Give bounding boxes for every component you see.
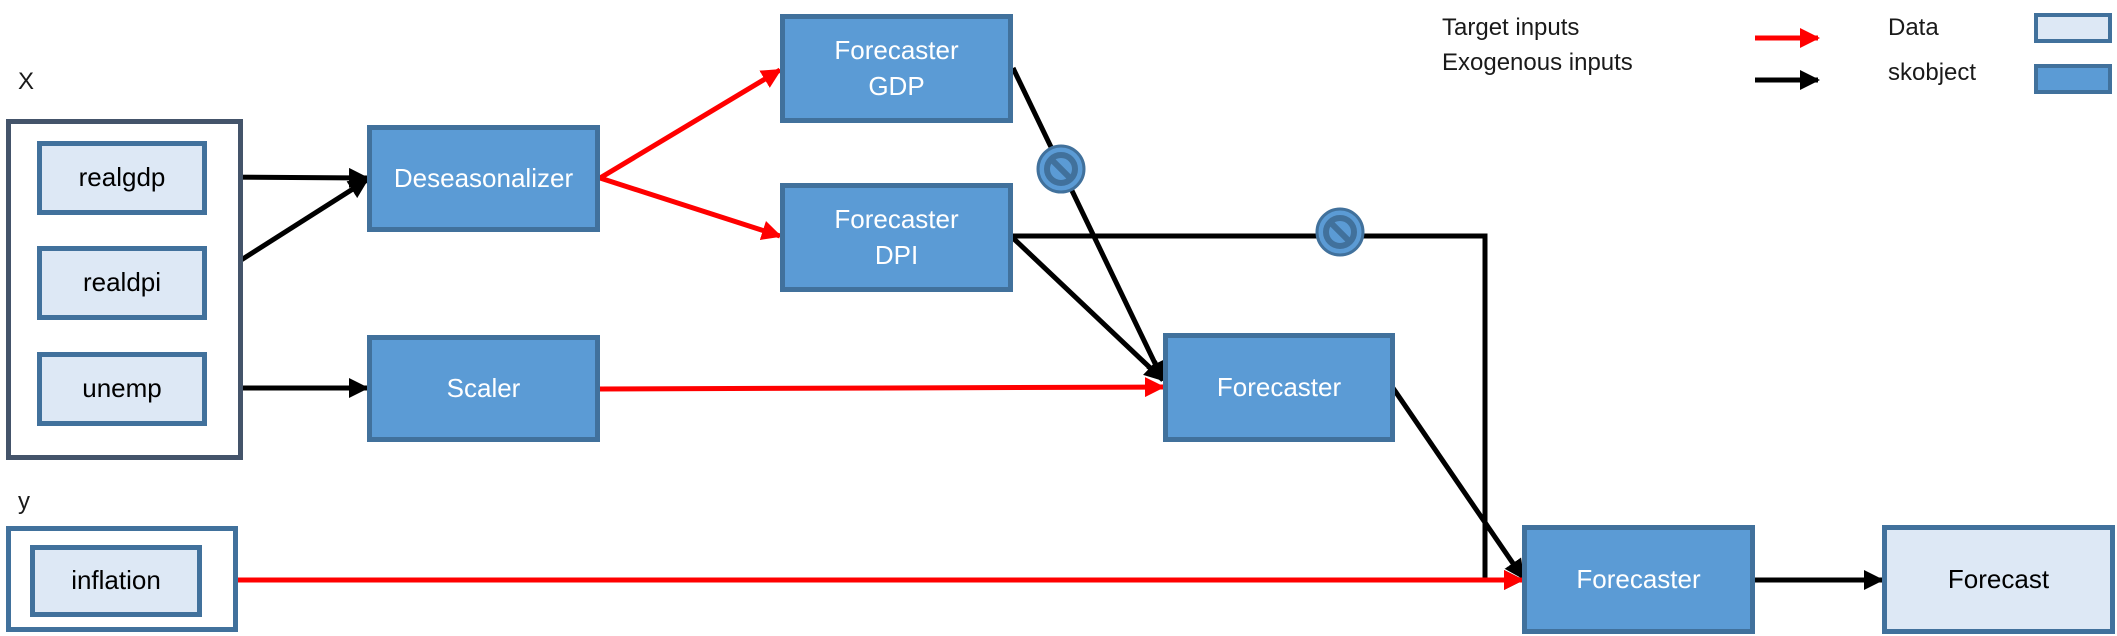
edge-deseasonalizer-forecaster-gdp (598, 67, 782, 181)
group-label-x: X (18, 68, 35, 95)
legend-skobject-swatch (2034, 64, 2112, 94)
forecast-output[interactable]: Forecast (1882, 525, 2115, 634)
input-inflation[interactable]: inflation (30, 545, 202, 617)
scaler-label: Scaler (446, 372, 521, 403)
legend-exogenous-inputs: Exogenous inputs (1442, 49, 1633, 76)
input-realgdp-label: realgdp (78, 162, 166, 193)
legend-target-inputs: Target inputs (1442, 14, 1580, 41)
legend-data-swatch (2034, 13, 2112, 43)
scaler-node[interactable]: Scaler (367, 335, 600, 442)
forecaster-gdp-label-line1: Forecaster (834, 35, 959, 66)
forecaster-node[interactable]: Forecaster (1163, 333, 1395, 442)
forecaster-gdp-label-line2: GDP (868, 70, 925, 101)
deseasonalizer-node[interactable]: Deseasonalizer (367, 125, 600, 232)
edge-forecaster-dpi-forecaster (1011, 236, 1165, 382)
forecaster-dpi-label-line2: DPI (874, 239, 919, 270)
forecaster-dpi-node[interactable]: Forecaster DPI (780, 183, 1013, 292)
forecaster-dpi-label-line1: Forecaster (834, 204, 959, 235)
input-unemp-label: unemp (82, 373, 162, 404)
legend-data-label: Data (1888, 14, 1939, 41)
input-realdpi[interactable]: realdpi (37, 246, 207, 320)
edge-scaler-forecaster (599, 377, 1165, 398)
edge-deseasonalizer-forecaster-dpi (599, 175, 782, 240)
group-label-y: y (18, 488, 30, 515)
blocked-icon (1036, 144, 1086, 194)
input-unemp[interactable]: unemp (37, 352, 207, 426)
input-realdpi-label: realdpi (82, 267, 162, 298)
input-inflation-label: inflation (71, 565, 161, 596)
input-realgdp[interactable]: realgdp (37, 141, 207, 215)
forecaster-final-node[interactable]: Forecaster (1522, 525, 1755, 634)
edge-forecaster-gdp-forecaster (1010, 66, 1166, 382)
legend-skobject-label: skobject (1888, 59, 1977, 86)
forecaster-final-label: Forecaster (1576, 563, 1701, 594)
forecast-label: Forecast (1947, 563, 2050, 594)
blocked-icon (1315, 207, 1365, 257)
deseasonalizer-label: Deseasonalizer (393, 162, 574, 193)
forecaster-gdp-node[interactable]: Forecaster GDP (780, 14, 1013, 123)
forecaster-label: Forecaster (1216, 371, 1342, 402)
edge-forecaster-final (1390, 386, 1526, 580)
